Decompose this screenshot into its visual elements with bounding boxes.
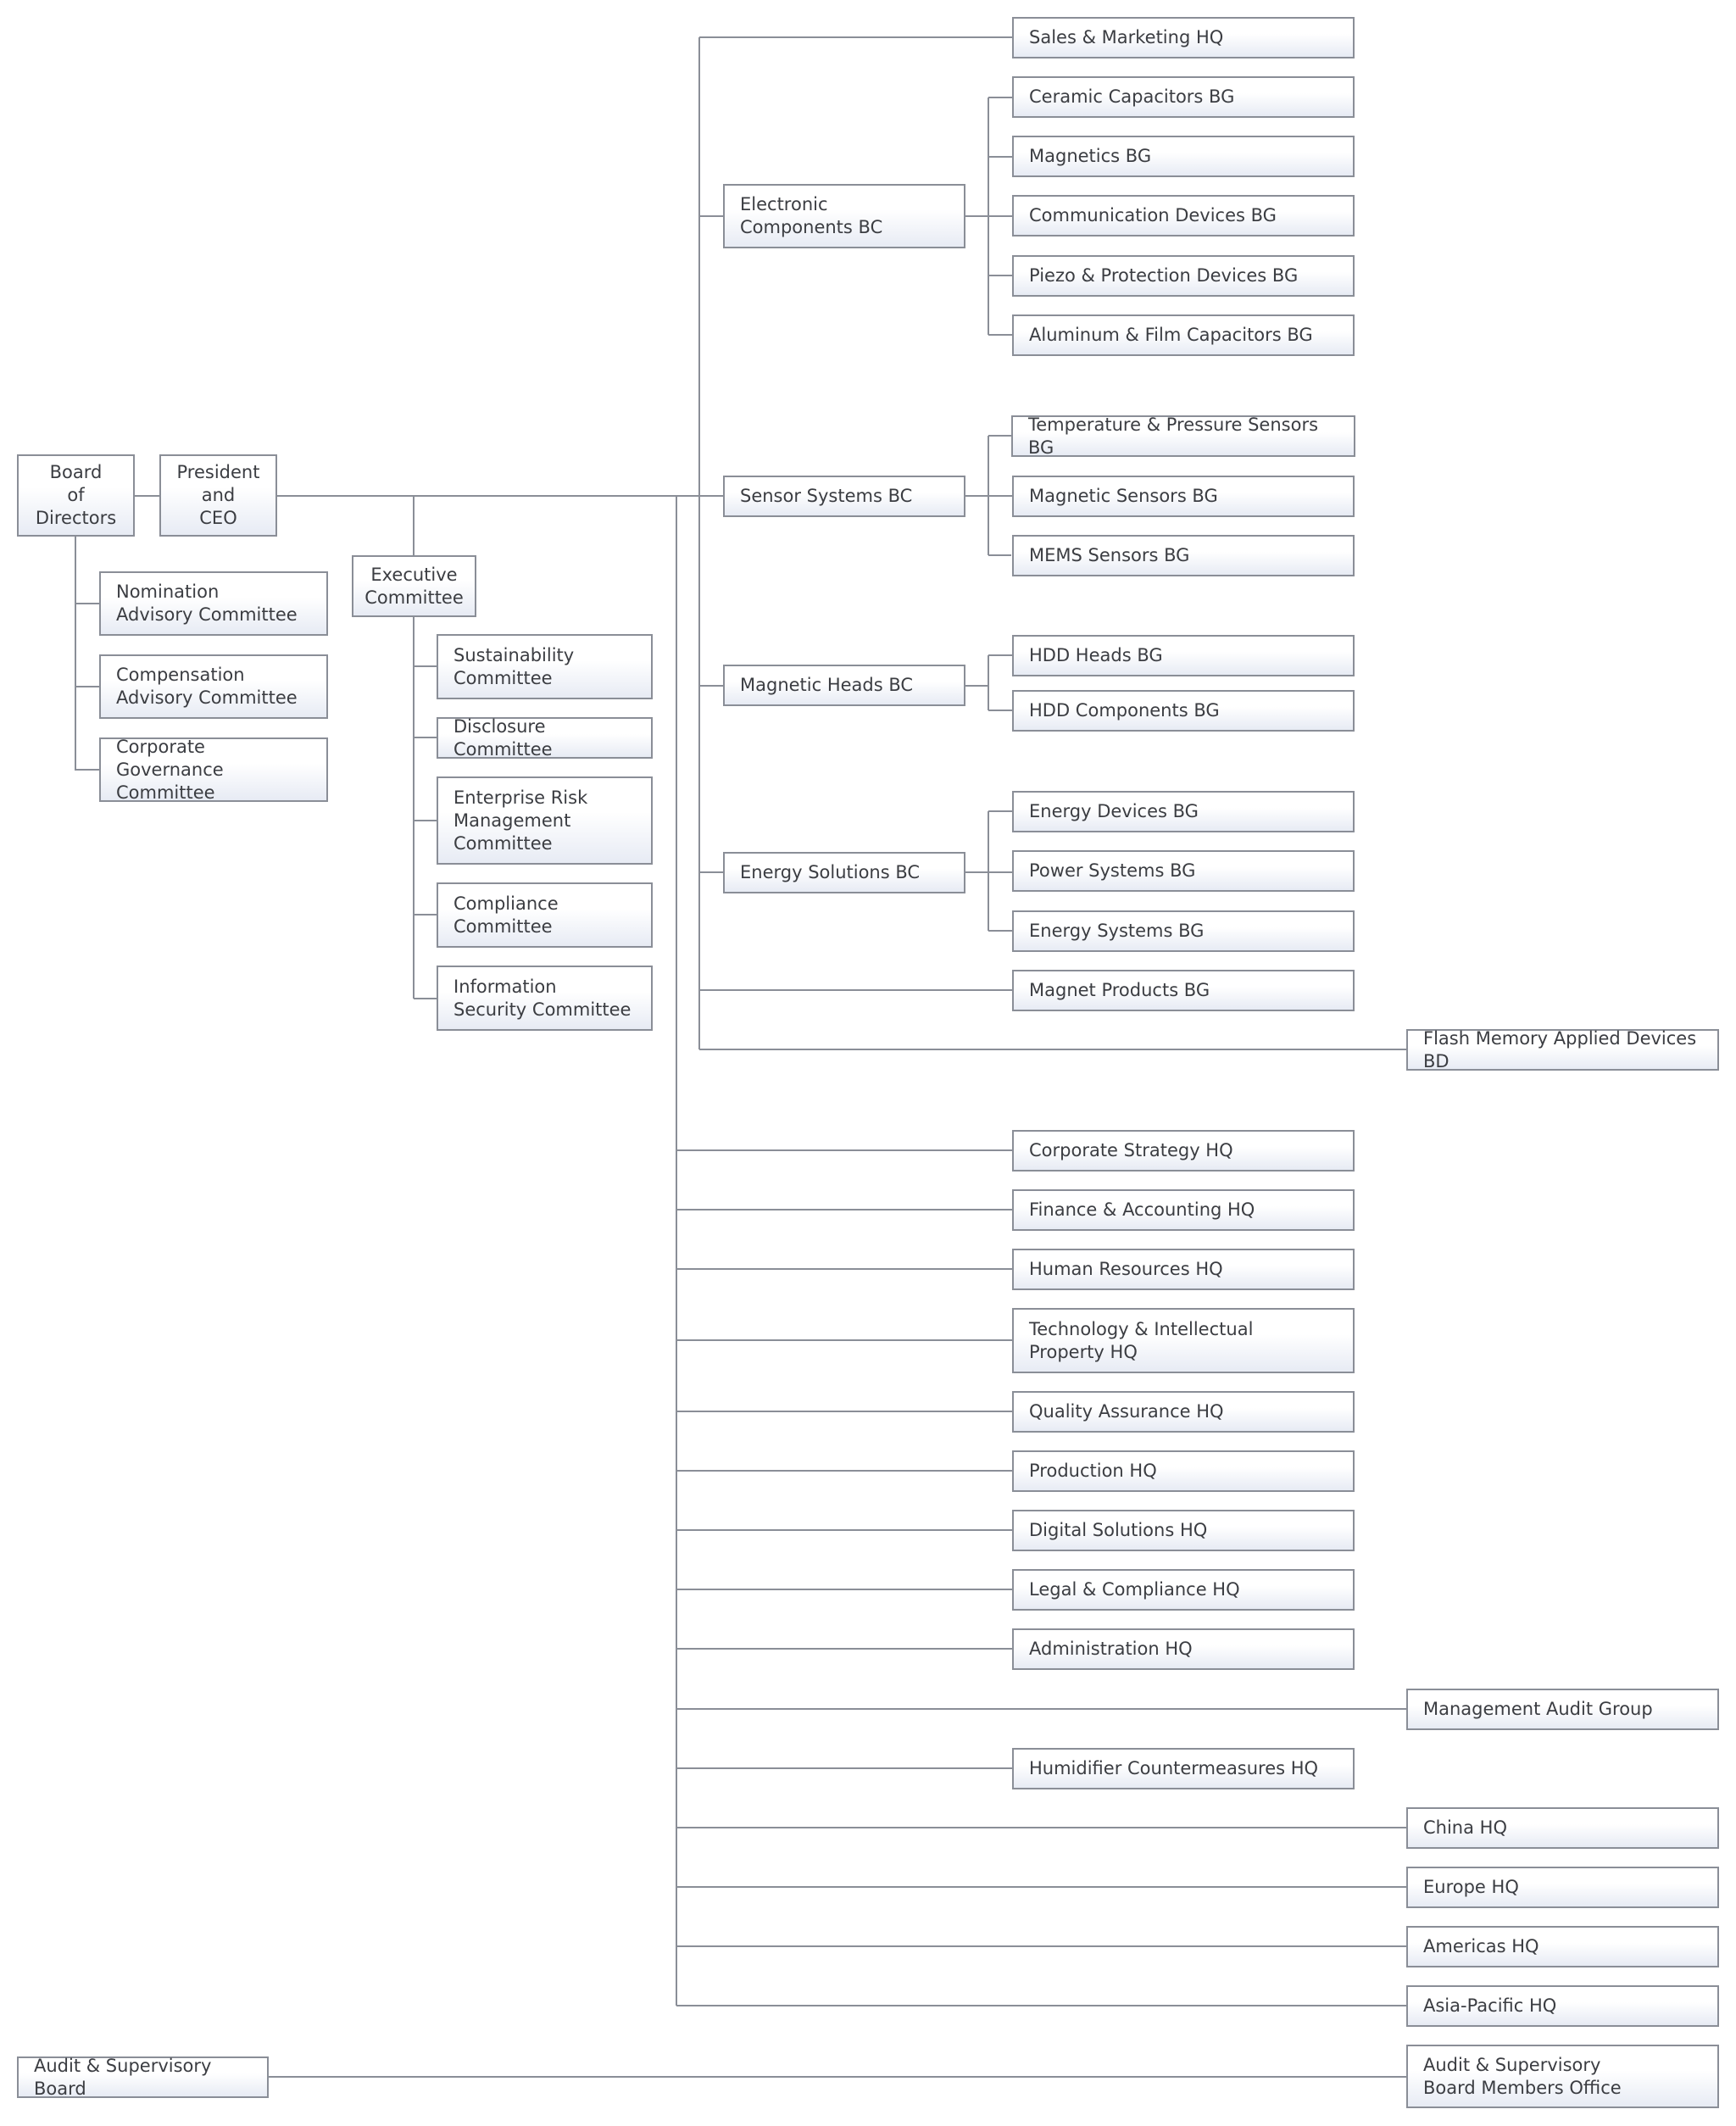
org-node-humidifier: Humidifier Countermeasures HQ <box>1012 1748 1355 1789</box>
org-node-flash: Flash Memory Applied Devices BD <box>1406 1028 1719 1071</box>
org-node-finance: Finance & Accounting HQ <box>1012 1189 1355 1231</box>
org-node-energydev: Energy Devices BG <box>1012 791 1355 832</box>
org-node-admin: Administration HQ <box>1012 1628 1355 1670</box>
org-node-sustainability: Sustainability Committee <box>437 634 653 699</box>
org-node-mhbc: Magnetic Heads BC <box>723 665 965 706</box>
org-node-audit: Management Audit Group <box>1406 1689 1719 1730</box>
org-node-exec: Executive Committee <box>352 555 476 617</box>
org-node-magnetics: Magnetics BG <box>1012 136 1355 177</box>
org-node-board: Board of Directors <box>17 454 135 537</box>
org-node-aluminum: Aluminum & Film Capacitors BG <box>1012 314 1355 356</box>
org-node-compensation: Compensation Advisory Committee <box>99 654 328 719</box>
org-node-magnet: Magnet Products BG <box>1012 970 1355 1011</box>
org-node-infosec: Information Security Committee <box>437 966 653 1031</box>
org-node-legal: Legal & Compliance HQ <box>1012 1569 1355 1611</box>
org-node-asbo: Audit & Supervisory Board Members Office <box>1406 2045 1719 2108</box>
org-node-ceo: President and CEO <box>159 454 277 537</box>
org-node-ecbc: Electronic Components BC <box>723 184 965 248</box>
org-node-energysys: Energy Systems BG <box>1012 910 1355 952</box>
org-node-digital: Digital Solutions HQ <box>1012 1510 1355 1551</box>
org-node-nomination: Nomination Advisory Committee <box>99 571 328 636</box>
org-node-erm: Enterprise Risk Management Committee <box>437 776 653 865</box>
org-node-qa: Quality Assurance HQ <box>1012 1391 1355 1433</box>
org-node-hr: Human Resources HQ <box>1012 1249 1355 1290</box>
org-node-production: Production HQ <box>1012 1450 1355 1492</box>
org-node-apac: Asia-Pacific HQ <box>1406 1985 1719 2027</box>
org-node-tech: Technology & Intellectual Property HQ <box>1012 1308 1355 1373</box>
org-node-comm: Communication Devices BG <box>1012 195 1355 237</box>
org-node-power: Power Systems BG <box>1012 850 1355 892</box>
org-node-temp: Temperature & Pressure Sensors BG <box>1011 415 1355 458</box>
org-node-asb: Audit & Supervisory Board <box>17 2056 269 2099</box>
org-node-mems: MEMS Sensors BG <box>1012 535 1355 576</box>
org-node-disclosure: Disclosure Committee <box>437 716 653 760</box>
org-node-china: China HQ <box>1406 1807 1719 1849</box>
org-node-europe: Europe HQ <box>1406 1867 1719 1908</box>
org-node-hddheads: HDD Heads BG <box>1012 635 1355 676</box>
org-node-sales: Sales & Marketing HQ <box>1012 17 1355 58</box>
org-node-ceramic: Ceramic Capacitors BG <box>1012 76 1355 118</box>
org-node-ssbc: Sensor Systems BC <box>723 476 965 517</box>
org-node-compliance: Compliance Committee <box>437 882 653 948</box>
org-node-hddcomp: HDD Components BG <box>1012 690 1355 732</box>
org-node-governance: Corporate Governance Committee <box>99 737 328 803</box>
org-node-esbc: Energy Solutions BC <box>723 852 965 893</box>
org-node-strategy: Corporate Strategy HQ <box>1012 1130 1355 1172</box>
org-node-magsens: Magnetic Sensors BG <box>1012 476 1355 517</box>
org-node-americas: Americas HQ <box>1406 1926 1719 1967</box>
org-node-piezo: Piezo & Protection Devices BG <box>1012 255 1355 297</box>
